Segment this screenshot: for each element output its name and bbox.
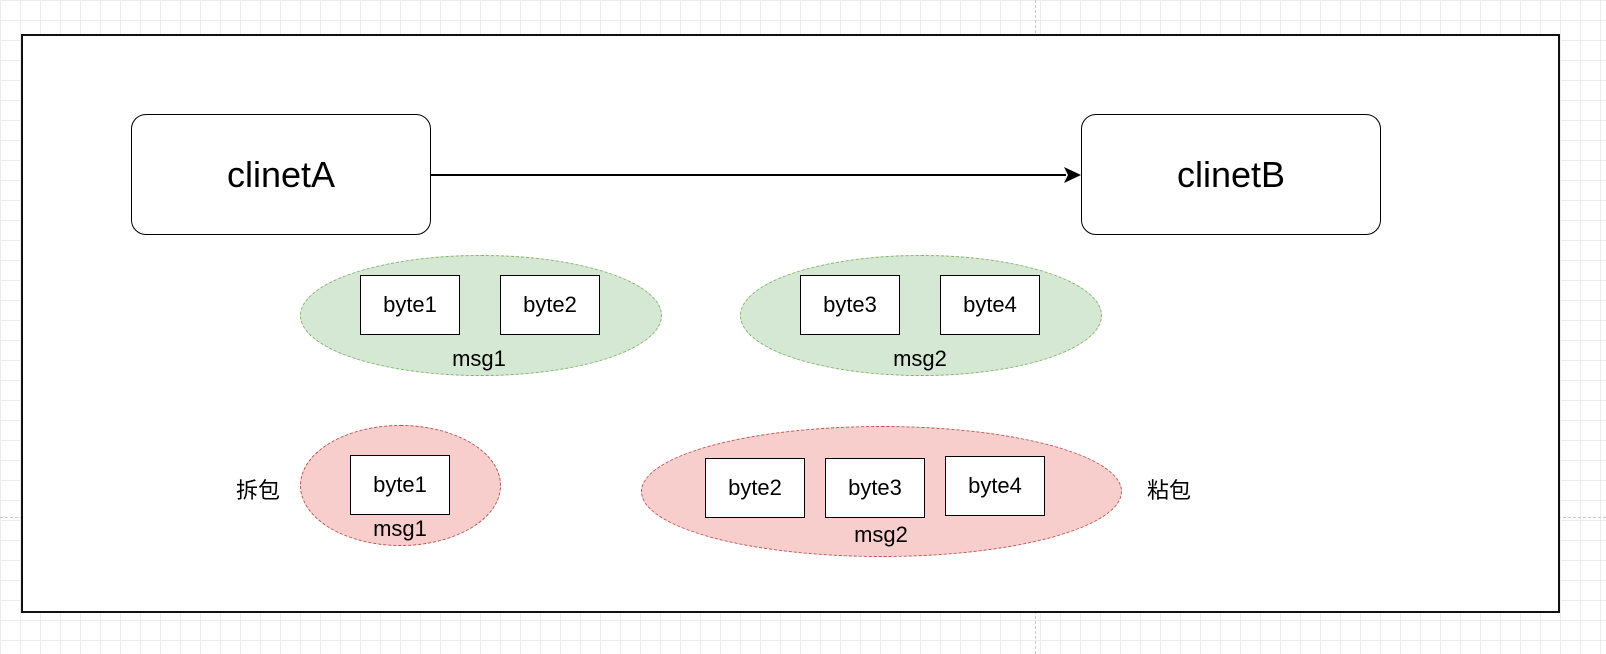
byte-box[interactable]: byte4 (945, 456, 1045, 516)
byte-box[interactable]: byte2 (500, 275, 600, 335)
client-a-node[interactable]: clinetA (131, 114, 431, 235)
client-b-node[interactable]: clinetB (1081, 114, 1381, 235)
msg-label: msg2 (854, 522, 908, 547)
byte-box[interactable]: byte1 (360, 275, 460, 335)
client-b-label: clinetB (1176, 153, 1286, 195)
msg-label: msg1 (452, 346, 506, 371)
msg-label: msg1 (373, 516, 427, 541)
byte-box[interactable]: byte1 (350, 455, 450, 515)
byte-label: byte1 (383, 292, 437, 317)
byte-box[interactable]: byte4 (940, 275, 1040, 335)
sent-msg1-ellipse[interactable] (300, 255, 662, 376)
byte-label: byte4 (968, 473, 1022, 498)
client-a-label: clinetA (226, 153, 336, 195)
byte-label: byte3 (848, 475, 902, 500)
byte-box[interactable]: byte2 (705, 458, 805, 518)
byte-label: byte4 (963, 292, 1017, 317)
byte-box[interactable]: byte3 (800, 275, 900, 335)
split-packet-label: 拆包 (236, 478, 281, 503)
byte-label: byte1 (373, 472, 427, 497)
byte-label: byte2 (728, 475, 782, 500)
sticky-packet-label: 粘包 (1147, 478, 1192, 503)
byte-label: byte3 (823, 292, 877, 317)
msg-label: msg2 (893, 346, 947, 371)
byte-label: byte2 (523, 292, 577, 317)
byte-box[interactable]: byte3 (825, 458, 925, 518)
